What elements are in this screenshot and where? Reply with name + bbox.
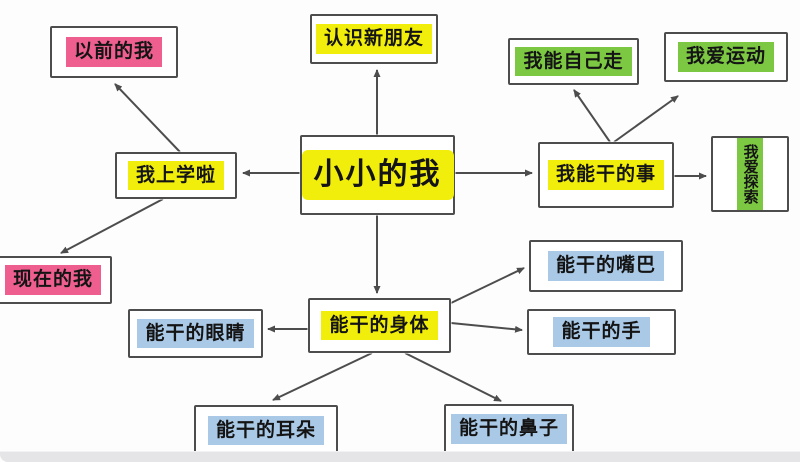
node-center-label: 小小的我: [301, 149, 454, 201]
edge-body-nose: [404, 352, 502, 402]
node-capable-nose-label: 能干的鼻子: [450, 414, 567, 444]
node-capable-mouth-label: 能干的嘴巴: [547, 251, 664, 281]
node-capable-hands: 能干的手: [527, 309, 676, 355]
node-things-i-can-do-label: 我能干的事: [547, 160, 664, 190]
node-capable-body: 能干的身体: [308, 298, 451, 353]
edge-things-sports: [613, 95, 679, 143]
node-capable-eyes: 能干的眼睛: [128, 309, 263, 358]
node-school: 我上学啦: [115, 152, 237, 199]
node-things-i-can-do: 我能干的事: [538, 142, 674, 208]
node-meet-new-friends: 认识新朋友: [310, 14, 438, 64]
edge-body-hands: [450, 322, 523, 333]
node-past-me-label: 以前的我: [65, 37, 162, 67]
node-capable-body-label: 能干的身体: [321, 310, 438, 341]
edge-body-ears: [272, 352, 373, 401]
edge-school-present-me: [60, 198, 164, 254]
edge-things-walk: [573, 89, 611, 143]
node-capable-nose: 能干的鼻子: [444, 404, 574, 454]
node-capable-ears: 能干的耳朵: [194, 405, 338, 456]
node-walk-by-myself: 我能自己走: [508, 38, 639, 85]
edge-school-past-me: [114, 83, 181, 153]
node-capable-eyes-label: 能干的眼睛: [137, 318, 254, 349]
node-present-me-label: 现在的我: [4, 265, 101, 295]
node-capable-hands-label: 能干的手: [553, 317, 650, 347]
node-love-sports: 我爱运动: [664, 32, 788, 82]
node-capable-ears-label: 能干的耳朵: [207, 415, 324, 446]
node-past-me: 以前的我: [50, 26, 178, 78]
node-capable-mouth: 能干的嘴巴: [529, 240, 683, 292]
node-center: 小小的我: [300, 135, 455, 215]
node-school-label: 我上学啦: [127, 160, 224, 191]
node-love-explore: 我爱探索: [711, 136, 789, 212]
node-love-explore-label: 我爱探索: [737, 138, 763, 210]
edge-body-mouth: [450, 267, 525, 304]
window-bottom-edge: [0, 451, 800, 462]
node-meet-new-friends-label: 认识新朋友: [315, 24, 432, 54]
node-present-me: 现在的我: [0, 256, 112, 304]
node-walk-by-myself-label: 我能自己走: [515, 46, 632, 77]
node-love-sports-label: 我爱运动: [677, 42, 774, 72]
